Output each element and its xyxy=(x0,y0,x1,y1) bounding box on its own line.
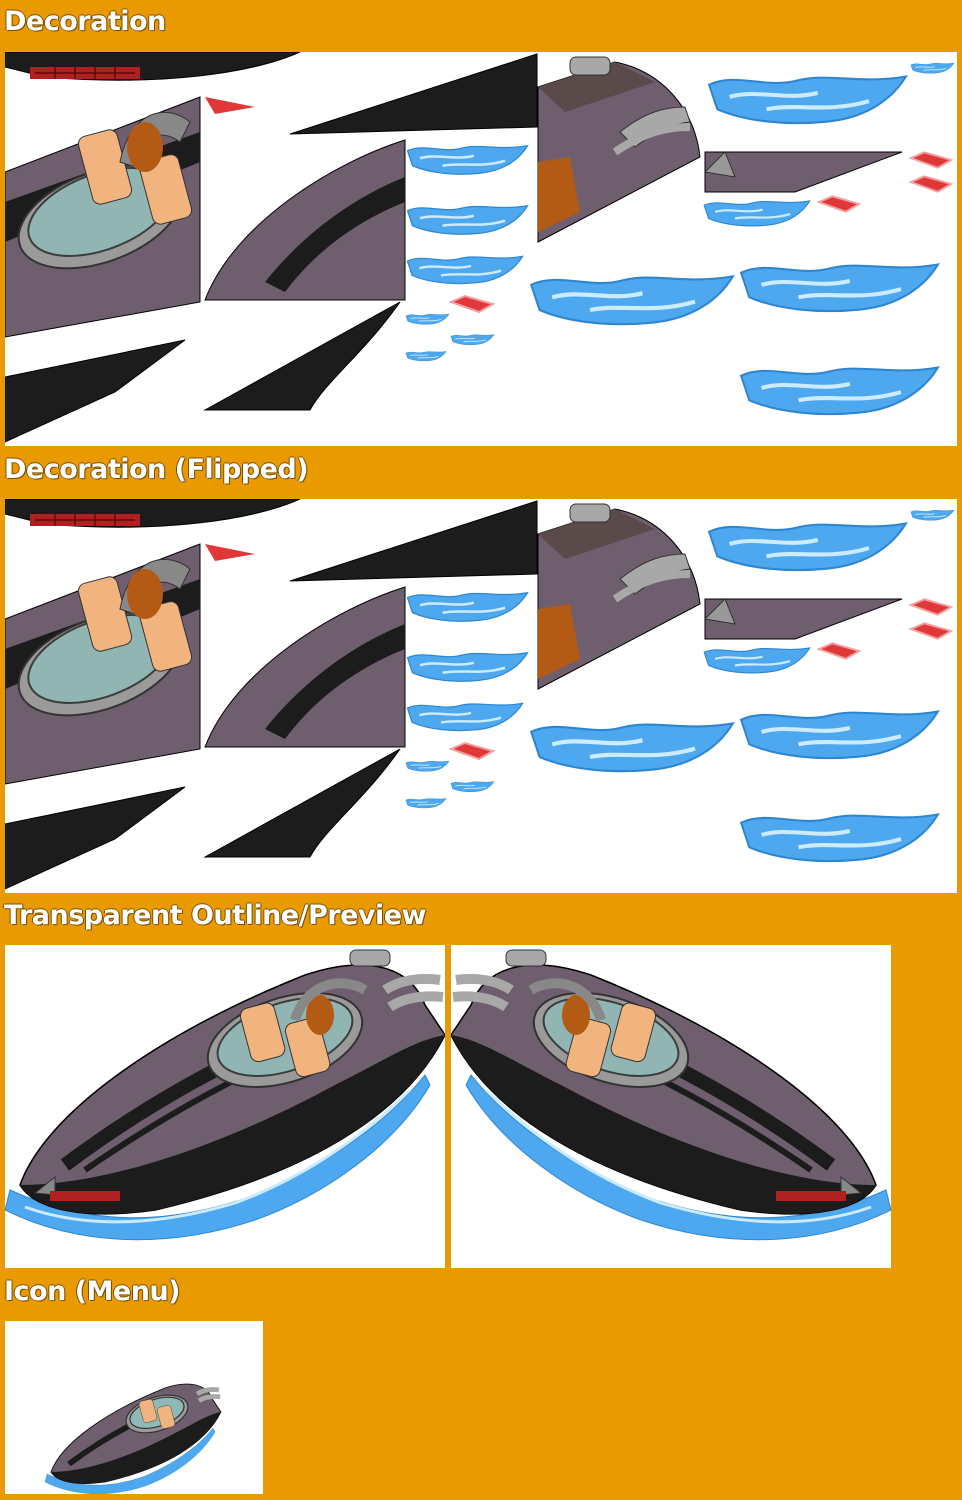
speedboat-sprite xyxy=(451,949,891,1241)
hull-mid-sprite xyxy=(204,586,406,748)
hull-wedge-sprite xyxy=(289,500,538,582)
tail-light-sprite xyxy=(450,295,494,313)
hull-bottom-sprite xyxy=(5,786,186,890)
exhaust-pipe-sprite xyxy=(569,56,611,76)
tail-light-sprite xyxy=(205,544,255,561)
decoration-sheet xyxy=(5,52,957,446)
water-splash-sprite xyxy=(709,76,906,123)
decoration-flipped-sheet xyxy=(5,499,957,893)
tail-light-sprite xyxy=(205,97,255,114)
water-splash-sprite xyxy=(910,62,955,75)
preview-panel-left xyxy=(5,945,445,1268)
speedboat-menu-icon xyxy=(44,1383,222,1494)
decoration-flipped-sprite-sheet xyxy=(5,499,955,890)
water-splash-sprite xyxy=(405,701,525,733)
water-splash-sprite xyxy=(741,264,938,311)
tail-light-sprite xyxy=(450,742,494,760)
water-splash-sprite xyxy=(406,591,529,623)
exhaust-pipe-sprite xyxy=(349,949,391,967)
hull-nose-sprite xyxy=(703,598,903,640)
section-title-decoration-flipped: Decoration (Flipped) xyxy=(4,454,309,485)
water-splash-sprite xyxy=(405,350,447,362)
water-splash-sprite xyxy=(405,313,450,326)
decoration-sprite-sheet xyxy=(5,52,955,443)
tail-light-sprite xyxy=(30,514,140,526)
preview-panel-right xyxy=(451,945,891,1268)
water-splash-sprite xyxy=(406,144,529,176)
hull-bottom-sprite xyxy=(203,748,401,858)
tail-light-sprite xyxy=(817,195,861,213)
water-splash-sprite xyxy=(910,509,955,522)
speedboat-preview-left xyxy=(5,949,445,1241)
tail-light-sprite xyxy=(909,598,953,616)
water-splash-sprite xyxy=(741,367,938,414)
tail-light-sprite xyxy=(30,67,140,79)
tail-light-sprite xyxy=(909,151,953,169)
hull-wedge-sprite xyxy=(289,53,538,135)
water-splash-sprite xyxy=(406,651,529,683)
speedboat-preview-right xyxy=(451,949,891,1241)
tail-light-sprite xyxy=(909,175,953,193)
icon-panel xyxy=(5,1321,263,1494)
speedboat-sprite xyxy=(5,949,445,1241)
water-splash-sprite xyxy=(450,333,495,346)
water-splash-sprite xyxy=(405,254,525,286)
water-splash-sprite xyxy=(531,723,733,771)
hull-bottom-sprite xyxy=(5,339,186,443)
water-splash-sprite xyxy=(406,204,529,236)
water-splash-sprite xyxy=(450,780,495,793)
hull-mid-sprite xyxy=(204,139,406,301)
tail-light-sprite xyxy=(817,642,861,660)
section-title-preview: Transparent Outline/Preview xyxy=(4,900,427,931)
water-splash-sprite xyxy=(709,523,906,570)
section-title-icon: Icon (Menu) xyxy=(4,1276,181,1307)
water-splash-sprite xyxy=(405,797,447,809)
water-splash-sprite xyxy=(702,199,812,228)
engine-block-sprite xyxy=(537,56,701,243)
tail-light-sprite xyxy=(909,622,953,640)
water-splash-sprite xyxy=(702,646,812,675)
section-title-decoration: Decoration xyxy=(4,6,166,37)
hull-bottom-sprite xyxy=(203,301,401,411)
exhaust-pipe-sprite xyxy=(569,503,611,523)
hull-nose-sprite xyxy=(703,151,903,193)
speedboat-cockpit-sprite xyxy=(5,96,201,338)
water-splash-sprite xyxy=(741,711,938,758)
water-splash-sprite xyxy=(531,276,733,324)
water-splash-sprite xyxy=(405,760,450,773)
water-splash-sprite xyxy=(741,814,938,861)
engine-block-sprite xyxy=(537,503,701,690)
speedboat-sprite xyxy=(44,1383,222,1494)
speedboat-cockpit-sprite xyxy=(5,543,201,785)
